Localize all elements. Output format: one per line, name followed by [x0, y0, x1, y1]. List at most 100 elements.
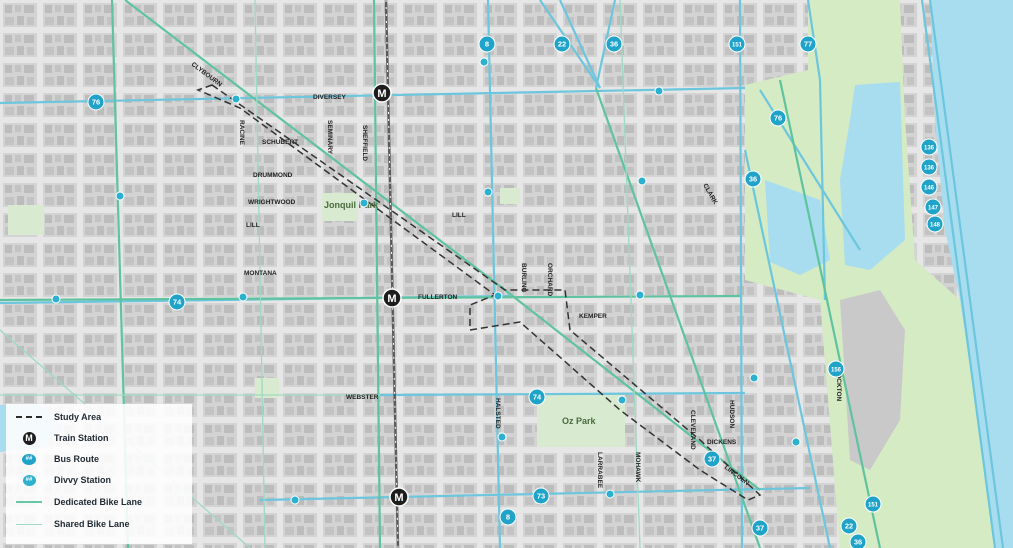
bus-route-shield-37[interactable]: 37 [751, 519, 769, 537]
bus-route-shield-148[interactable]: 148 [926, 215, 944, 233]
bus-route-number: 74 [173, 298, 182, 307]
jonquil-park-area [322, 193, 358, 221]
legend-label: Study Area [54, 412, 102, 422]
street-orchard: ORCHARD [546, 263, 553, 297]
street-sheffield: SHEFFIELD [361, 125, 368, 161]
bus-route-number: 148 [930, 223, 941, 229]
train-station-marker[interactable]: M [382, 288, 402, 308]
bus-route-shield-22[interactable]: 22 [840, 517, 858, 535]
street-hudson: HUDSON [728, 400, 735, 428]
legend-label: Divvy Station [54, 475, 112, 485]
park-small [255, 378, 279, 398]
bus-route-number: 76 [92, 98, 100, 107]
street-wrightwood: WRIGHTWOOD [248, 199, 296, 206]
street-halsted: HALSTED [494, 398, 501, 429]
divvy-station[interactable] [637, 176, 647, 186]
bus-route-number: 151 [732, 43, 743, 49]
train-station-marker[interactable]: M [372, 83, 392, 103]
park-label-oz: Oz Park [562, 416, 597, 426]
bus-route-shield-156[interactable]: 156 [827, 360, 845, 378]
street-cleveland: CLEVELAND [689, 410, 696, 450]
divvy-station[interactable] [238, 292, 248, 302]
park-label-jonquil: Jonquil Park [324, 200, 379, 210]
bus-route-shield-22[interactable]: 22 [553, 35, 571, 53]
legend-label: Bus Route [54, 454, 99, 464]
legend-label: Dedicated Bike Lane [54, 497, 143, 507]
bus-route-shield-146[interactable]: 146 [920, 178, 938, 196]
divvy-station[interactable] [51, 294, 61, 304]
divvy-station[interactable] [290, 495, 300, 505]
bus-route-shield-8[interactable]: 8 [478, 35, 496, 53]
bus-route-number: 22 [558, 40, 566, 49]
bus-route-number: 8 [506, 513, 510, 522]
divvy-station[interactable] [635, 290, 645, 300]
bus-route-number: 136 [924, 146, 935, 152]
bus-route-number: 147 [928, 206, 939, 212]
bus-route-shield-76[interactable]: 76 [769, 109, 787, 127]
bus-route-shield-151[interactable]: 151 [864, 495, 882, 513]
bus-route-number: 76 [774, 114, 782, 123]
street-montana: MONTANA [244, 270, 277, 277]
bus-route-shield-73[interactable]: 73 [532, 487, 550, 505]
bus-route-shield-36[interactable]: 36 [744, 170, 762, 188]
legend-study-area: Study Area [14, 410, 101, 424]
train-station-glyph: M [387, 293, 396, 305]
zoo-area [840, 290, 905, 470]
bus-route-number: 8 [485, 40, 489, 49]
bus-route-shield-136[interactable]: 136 [920, 138, 938, 156]
street-lill-east: LILL [452, 212, 466, 219]
dashed-line-icon [16, 416, 42, 418]
legend-train-station: M Train Station [14, 431, 109, 445]
bus-route-number: 74 [533, 393, 542, 402]
legend-bus-route: ## Bus Route [14, 452, 99, 466]
oz-park-area [537, 395, 625, 447]
legend-label: Train Station [54, 433, 109, 443]
bus-route-number: 136 [924, 166, 935, 172]
divvy-station[interactable] [617, 395, 627, 405]
shared-lane-line-icon [16, 523, 42, 525]
bus-route-number: 156 [831, 368, 842, 374]
street-drummond: DRUMMOND [253, 172, 293, 179]
street-schubert: SCHUBERT [262, 139, 298, 146]
lake-michigan [930, 0, 1013, 548]
divvy-station[interactable] [749, 373, 759, 383]
divvy-station[interactable] [483, 187, 493, 197]
divvy-station[interactable] [791, 437, 801, 447]
bus-route-number: 36 [749, 175, 757, 184]
divvy-station[interactable] [605, 489, 615, 499]
train-station-glyph: M [377, 88, 386, 100]
bus-route-icon: ## [22, 453, 36, 465]
bus-route-shield-136[interactable]: 136 [920, 158, 938, 176]
bus-route-shield-8[interactable]: 8 [499, 508, 517, 526]
street-dickens: DICKENS [707, 439, 737, 446]
south-pond [765, 180, 830, 275]
train-station-marker[interactable]: M [389, 487, 409, 507]
bus-route-shield-36[interactable]: 36 [849, 533, 867, 548]
bus-route-shield-76[interactable]: 76 [87, 93, 105, 111]
bus-route-shield-74[interactable]: 74 [528, 388, 546, 406]
bus-route-shield-151[interactable]: 151 [728, 35, 746, 53]
bus-route-shield-37[interactable]: 37 [703, 450, 721, 468]
divvy-station[interactable] [115, 191, 125, 201]
bus-route-shield-147[interactable]: 147 [924, 198, 942, 216]
bus-route-shield-77[interactable]: 77 [799, 35, 817, 53]
street-burling: BURLING [520, 263, 527, 293]
bus-route-shield-36[interactable]: 36 [605, 35, 623, 53]
divvy-station[interactable] [231, 94, 241, 104]
legend-dedicated-bike-lane: Dedicated Bike Lane [14, 495, 142, 509]
divvy-station[interactable] [497, 432, 507, 442]
legend-shared-bike-lane: Shared Bike Lane [14, 517, 130, 531]
divvy-station[interactable] [654, 86, 664, 96]
divvy-station[interactable] [493, 291, 503, 301]
bus-route-number: 36 [610, 40, 618, 49]
divvy-station[interactable] [359, 198, 369, 208]
divvy-station-icon: ## [22, 474, 36, 486]
divvy-station[interactable] [479, 57, 489, 67]
bus-route-number: 146 [924, 186, 935, 192]
bus-route-shield-74[interactable]: 74 [168, 293, 186, 311]
train-station-glyph: M [394, 492, 403, 504]
park-west [8, 205, 44, 235]
